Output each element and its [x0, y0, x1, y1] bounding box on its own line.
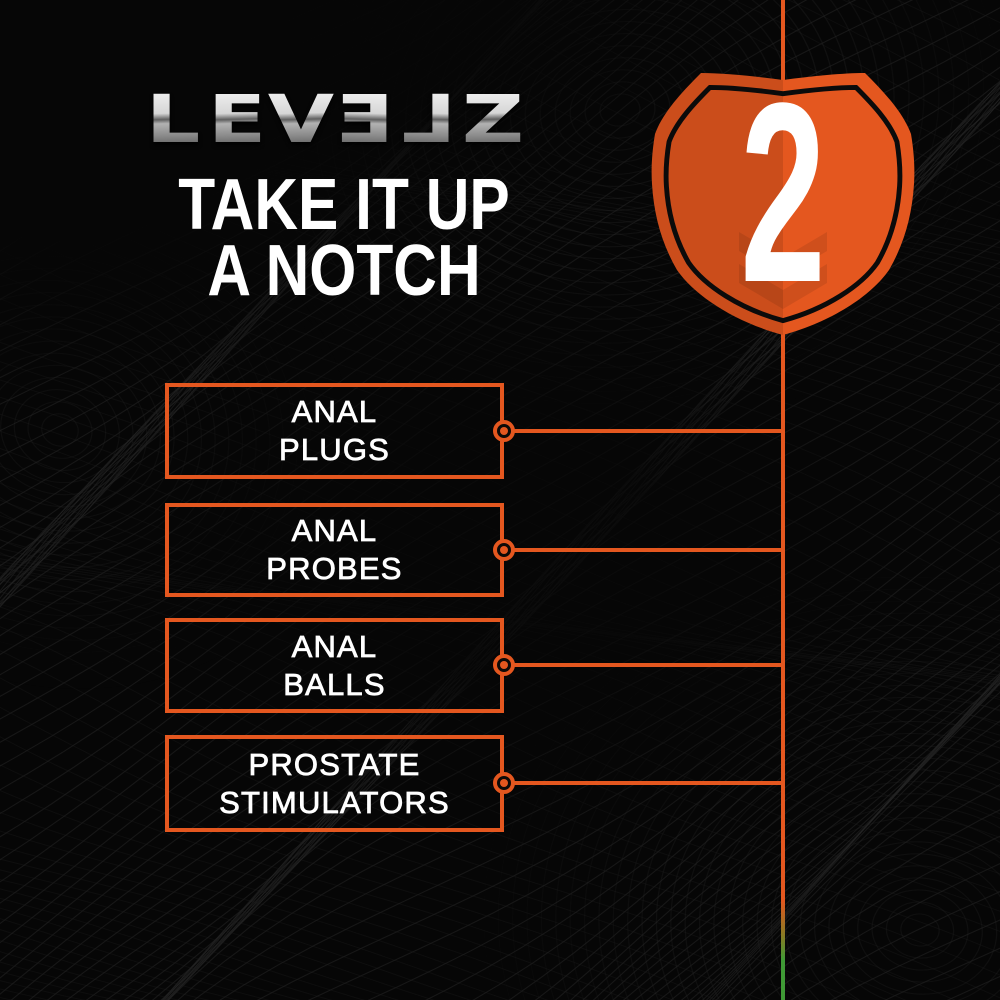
category-label: ANAL	[291, 513, 378, 549]
level-number: 2	[740, 50, 826, 336]
category-label: STIMULATORS	[219, 784, 450, 820]
connector-line	[505, 429, 783, 433]
category-label: ANAL	[291, 628, 378, 664]
connector-node	[493, 654, 515, 676]
category-label: PROSTATE	[248, 746, 421, 782]
category-box-anal-plugs: ANAL PLUGS	[165, 383, 504, 479]
logo-letter: E	[195, 87, 278, 153]
connector-line	[505, 781, 783, 785]
category-label: BALLS	[283, 666, 386, 702]
connector-node	[493, 420, 515, 442]
level-badge: 2	[643, 54, 923, 354]
category-box-anal-balls: ANAL BALLS	[165, 618, 504, 713]
headline-line-2: A NOTCH	[207, 231, 481, 311]
shield-icon	[651, 73, 915, 335]
logo-letter: Z	[451, 87, 534, 153]
logo-letter: V	[259, 87, 342, 153]
chevron-watermark	[739, 232, 827, 309]
level-timeline-line	[781, 0, 785, 1000]
connector-line	[505, 663, 783, 667]
category-label: PROBES	[266, 551, 403, 587]
category-box-anal-probes: ANAL PROBES	[165, 503, 504, 597]
category-box-prostate-stimulators: PROSTATE STIMULATORS	[165, 735, 504, 832]
connector-node	[493, 772, 515, 794]
connector-line	[505, 548, 783, 552]
connector-node	[493, 539, 515, 561]
logo-letter: L	[131, 87, 214, 153]
category-label: ANAL	[291, 394, 378, 430]
headline-line-1: TAKE IT UP	[178, 165, 510, 245]
category-label: PLUGS	[278, 432, 391, 468]
headline: TAKE IT UP A NOTCH	[159, 165, 529, 311]
